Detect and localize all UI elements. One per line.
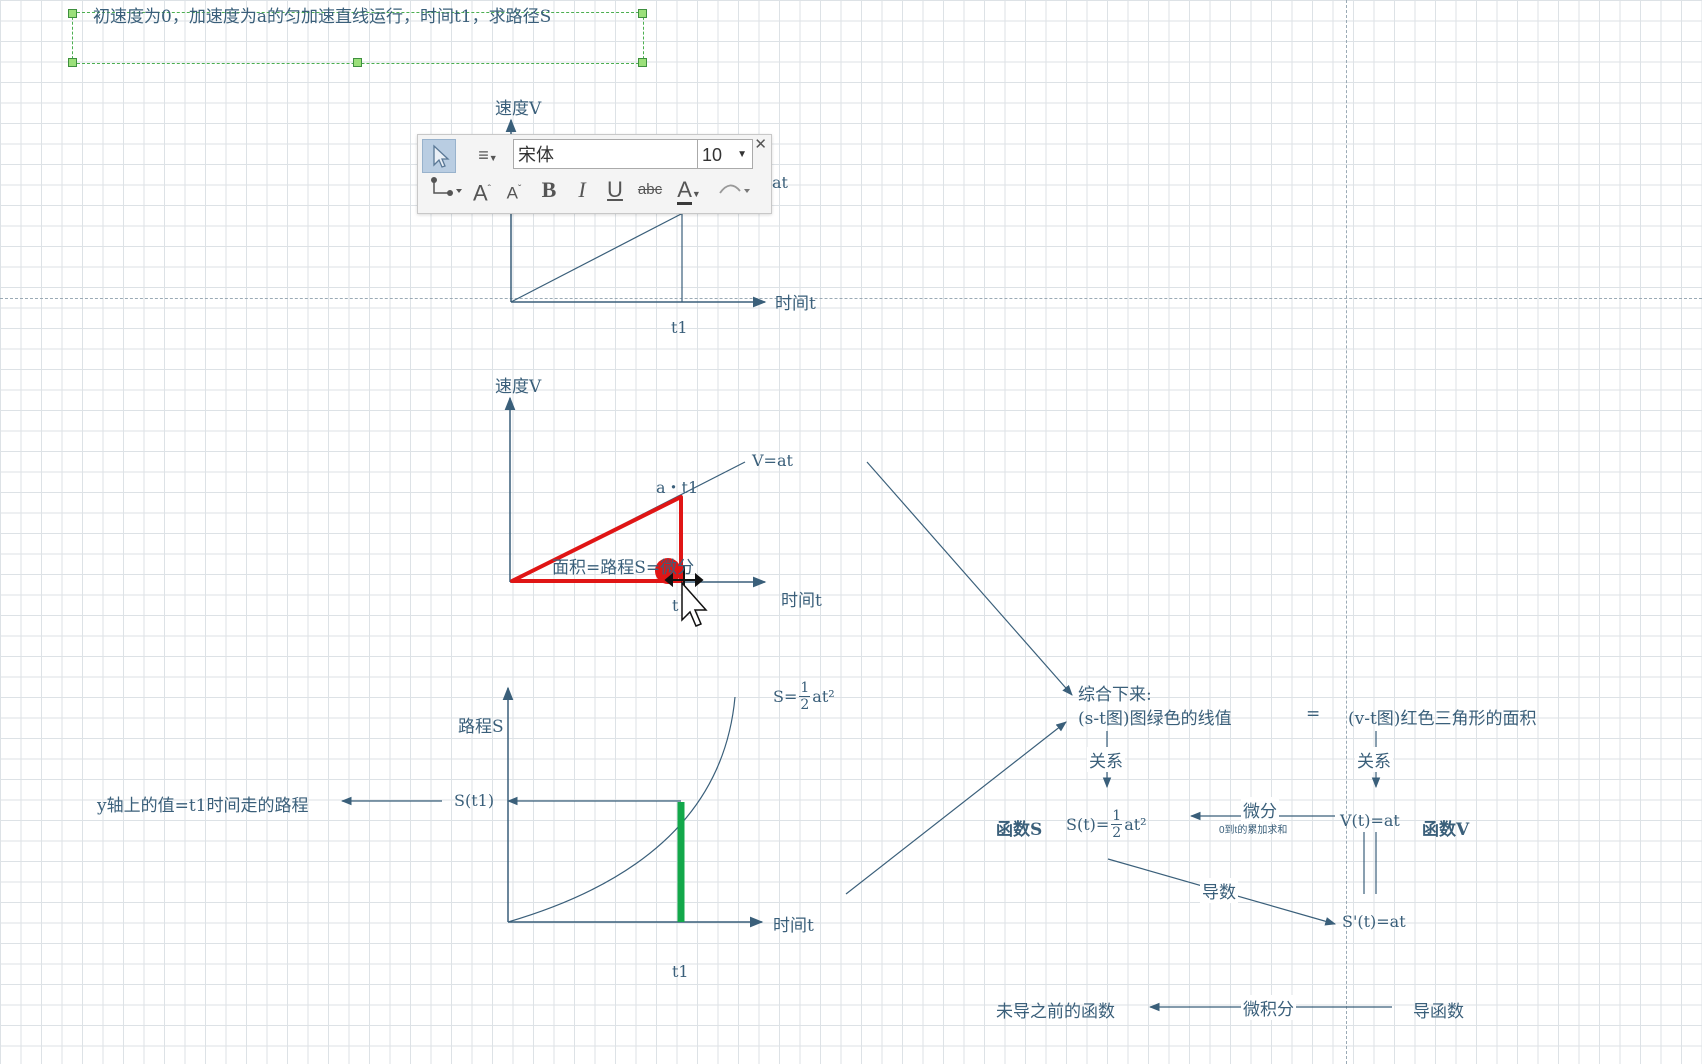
chart1-velocity-line (510, 211, 686, 303)
chevron-down-icon: ▼ (691, 189, 701, 199)
chart3-y-label: 路程S (458, 717, 504, 737)
summary-right-text: (v-t图)红色三角形的面积 (1348, 709, 1537, 729)
selection-handle[interactable] (353, 58, 362, 67)
func-s-label: 函数S (996, 820, 1043, 840)
font-color-button[interactable]: A▼ (672, 175, 706, 205)
curve-label-suffix: at² (812, 687, 835, 706)
align-icon: ≡ (478, 145, 489, 165)
summary-heading: 综合下来: (1078, 685, 1152, 705)
font-size-select[interactable]: 10 ▼ (697, 139, 753, 169)
pointer-icon (433, 144, 450, 168)
font-size-value: 10 (702, 145, 723, 165)
italic-button[interactable]: I (578, 177, 586, 202)
connector-style-button[interactable] (424, 175, 464, 205)
curve-label-den: 2 (800, 697, 810, 713)
differential-label: 微分 (1241, 797, 1279, 822)
s-formula-den: 2 (1112, 825, 1122, 841)
increase-font-icon: A (472, 180, 488, 206)
line-style-button[interactable] (714, 175, 754, 205)
selection-handle[interactable] (638, 9, 647, 18)
chart2-y-label: 速度V (495, 377, 542, 397)
chart3-parabola (507, 696, 736, 923)
font-name-value: 宋体 (518, 145, 554, 165)
chart3-s-t1-label: S(t1) (454, 791, 495, 810)
chevron-down-icon: ▼ (488, 153, 498, 163)
curve-label-prefix: S= (773, 687, 798, 706)
s-formula-prefix: S(t)= (1066, 815, 1110, 834)
pointer-tool-button[interactable] (422, 139, 456, 173)
derivative-func-label: 导函数 (1413, 1002, 1464, 1022)
relation-right-label: 关系 (1355, 747, 1393, 772)
drag-dot[interactable] (655, 558, 681, 584)
chart2-x-label: 时间t (781, 591, 822, 611)
align-button[interactable]: ≡▼ (470, 143, 506, 167)
mouse-pointer-icon (681, 581, 708, 627)
s-formula-suffix: at² (1124, 815, 1147, 834)
connector-icon (431, 177, 462, 196)
func-v-label: 函数V (1422, 820, 1470, 840)
s-formula-num: 1 (1111, 808, 1123, 825)
bold-button[interactable]: B (541, 177, 557, 202)
font-name-select[interactable]: 宋体 ▼ (513, 139, 713, 169)
header-note[interactable]: 初速度为0，加速度为a的匀加速直线运行，时间t1，求路径S (93, 7, 552, 27)
connector-from-chart2 (866, 461, 1073, 696)
chart3-y-note: y轴上的值=t1时间走的路程 (97, 796, 309, 816)
antiderivative-label: 未导之前的函数 (996, 1002, 1115, 1022)
chart1-x-label: 时间t (775, 294, 816, 314)
chevron-down-icon: ▼ (737, 149, 747, 160)
close-icon[interactable]: ✕ (754, 136, 767, 153)
curve-label-num: 1 (799, 680, 811, 697)
chart2-peak-label: a・t1 (656, 478, 699, 497)
selection-handle[interactable] (68, 58, 77, 67)
text-format-toolbar: ≡▼ 宋体 ▼ 10 ▼ ✕ Aˆ Aˇ B I U abc A▼ (417, 134, 772, 214)
vertical-guide-line (1346, 0, 1347, 1064)
selection-handle[interactable] (638, 58, 647, 67)
chart1-t1-label: t1 (671, 318, 688, 337)
curve-icon (719, 184, 750, 194)
chart3-t1-label: t1 (672, 962, 689, 981)
selection-handle[interactable] (68, 9, 77, 18)
increase-font-button[interactable]: Aˆ (472, 180, 492, 206)
s-prime-formula: S'(t)=at (1342, 912, 1406, 931)
derivative-label: 导数 (1200, 878, 1238, 903)
calculus-label: 微积分 (1241, 995, 1296, 1020)
chart2-red-triangle (510, 495, 683, 583)
underline-button[interactable]: U (607, 177, 623, 202)
chart3-x-label: 时间t (773, 916, 814, 936)
summary-equals: = (1306, 704, 1321, 724)
font-color-icon: A (677, 177, 692, 205)
strikethrough-button[interactable]: abc (637, 181, 663, 198)
connector-from-chart3 (845, 721, 1067, 895)
v-formula: V(t)=at (1340, 811, 1400, 830)
chart2-area-label: 面积=路程S=微分 (552, 558, 695, 578)
chart1-line-label: at (772, 173, 788, 192)
decrease-font-icon: A (506, 183, 518, 203)
chart2-t1-label: t (672, 596, 679, 615)
accumulate-note: 0到t的累加求和 (1219, 825, 1288, 836)
horizontal-guide-line (0, 298, 1702, 299)
chart2-line-label: V=at (752, 451, 793, 470)
summary-left-text: (s-t图)图绿色的线值 (1078, 709, 1232, 729)
relation-left-label: 关系 (1087, 747, 1125, 772)
chart1-y-label: 速度V (495, 99, 542, 119)
decrease-font-button[interactable]: Aˇ (506, 183, 522, 203)
